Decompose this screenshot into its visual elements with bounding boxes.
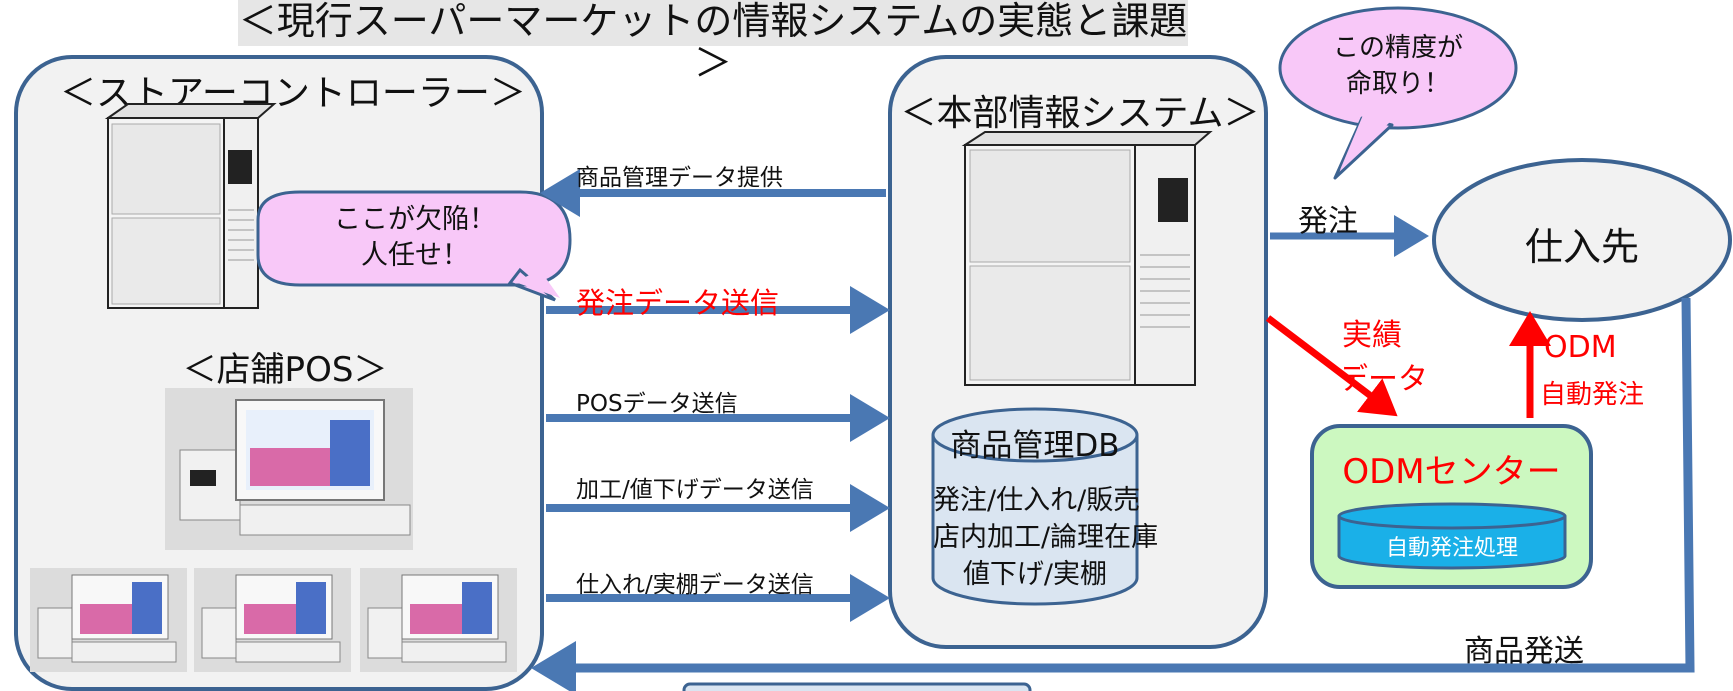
label-actual-data-2: データ	[1338, 362, 1428, 397]
pos-terminal-small-1	[30, 568, 187, 672]
label-odm-2: 自動発注	[1540, 380, 1645, 410]
arrow-shipping	[531, 297, 1695, 691]
db-line-2: 店内加工/論理在庫	[933, 522, 1159, 553]
odm-process-cylinder	[1337, 502, 1567, 570]
supplier-ellipse	[1432, 158, 1732, 322]
pos-terminal-small-3	[360, 568, 517, 672]
precision-line-1: この精度が	[1332, 33, 1463, 63]
odm-center-title: ODMセンター	[1342, 452, 1561, 492]
db-details: 発注/仕入れ/販売 店内加工/論理在庫 値下げ/実棚	[933, 482, 1159, 593]
pos-terminal-small-2	[194, 568, 351, 672]
label-product-data: 商品管理データ提供	[576, 165, 783, 191]
precision-bubble-text: この精度が 命取り！	[1300, 30, 1496, 102]
label-shipping: 商品発送	[1464, 634, 1584, 669]
page-title: ＜現行スーパーマーケットの情報システムの実態と課題＞	[238, 0, 1188, 85]
store-server-icon	[104, 103, 277, 309]
label-processing-data: 加工/値下げデータ送信	[576, 477, 814, 503]
label-order: 発注	[1298, 204, 1358, 239]
defect-bubble-text: ここが欠陥！ 人任せ！	[270, 202, 560, 274]
store-pos-title: ＜店舗POS＞	[182, 350, 388, 390]
precision-bubble	[1278, 6, 1518, 130]
odm-process-label: 自動発注処理	[1385, 536, 1518, 561]
db-title: 商品管理DB	[950, 428, 1120, 464]
label-odm-1: ODM	[1544, 330, 1617, 365]
label-actual-data-1: 実績	[1342, 318, 1402, 353]
label-pos-data: POSデータ送信	[576, 391, 738, 417]
db-line-3: 値下げ/実棚	[962, 559, 1108, 590]
db-line-1: 発注/仕入れ/販売	[933, 485, 1141, 516]
defect-line-1: ここが欠陥！	[334, 204, 496, 235]
hq-system-title: ＜本部情報システム＞	[900, 93, 1260, 134]
label-stock-data: 仕入れ/実棚データ送信	[576, 572, 814, 598]
bottom-partial-box	[682, 682, 1032, 691]
pos-terminal-main	[165, 388, 413, 550]
product-db-cylinder	[931, 407, 1139, 606]
hq-server-icon	[961, 131, 1213, 386]
arrow-actual-data	[1265, 315, 1398, 417]
label-order-data: 発注データ送信	[576, 286, 780, 320]
supplier-label: 仕入先	[1524, 225, 1639, 269]
defect-line-2: 人任せ！	[361, 240, 469, 271]
precision-line-2: 命取り！	[1345, 69, 1450, 99]
